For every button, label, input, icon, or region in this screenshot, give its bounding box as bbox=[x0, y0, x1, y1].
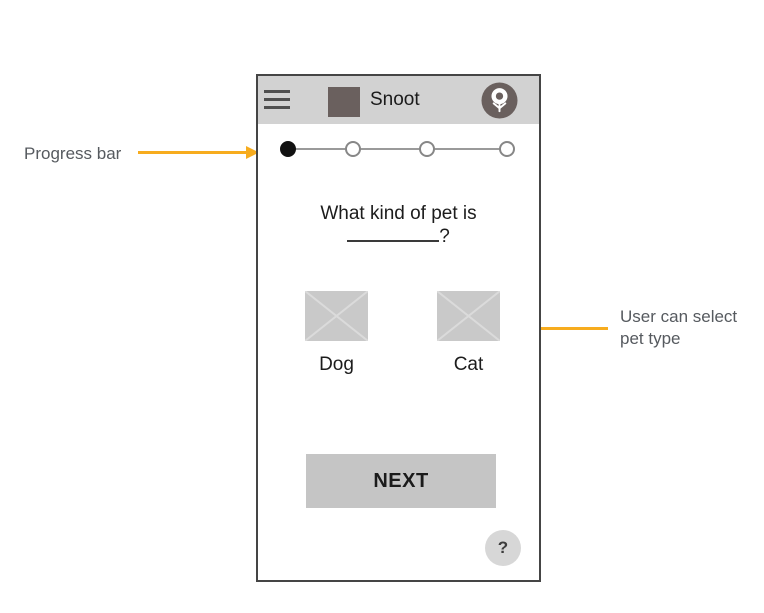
next-button[interactable]: NEXT bbox=[306, 454, 496, 508]
flower-avatar-icon[interactable] bbox=[481, 82, 518, 119]
progress-step-1 bbox=[280, 141, 296, 157]
app-title: Snoot bbox=[370, 89, 420, 110]
pet-select-annotation: User can select pet type bbox=[620, 306, 750, 350]
progress-step-2 bbox=[345, 141, 361, 157]
app-header: Snoot bbox=[258, 76, 539, 124]
pet-label-dog: Dog bbox=[319, 354, 354, 375]
question-mark: ? bbox=[439, 226, 450, 247]
question-line2: ? bbox=[258, 225, 539, 248]
progress-line bbox=[288, 148, 507, 150]
pet-option-cat[interactable]: Cat bbox=[437, 291, 500, 376]
progress-step-3 bbox=[419, 141, 435, 157]
image-placeholder-icon bbox=[437, 291, 500, 341]
pet-select-annotation-line2: pet type bbox=[620, 329, 681, 348]
help-button[interactable]: ? bbox=[485, 530, 521, 566]
brand-logo-square bbox=[328, 87, 360, 117]
pet-select-annotation-line1: User can select bbox=[620, 307, 738, 326]
blank-line bbox=[347, 225, 440, 242]
pet-label-cat: Cat bbox=[453, 354, 484, 375]
question-line1: What kind of pet is bbox=[320, 203, 477, 224]
image-placeholder-icon bbox=[305, 291, 368, 341]
phone-frame: Snoot What kind of pet is ? Dog bbox=[256, 74, 541, 582]
progress-bar-annotation: Progress bar bbox=[24, 144, 122, 163]
arrow-right-icon bbox=[138, 146, 259, 159]
progress-bar bbox=[280, 141, 515, 157]
hamburger-menu-icon[interactable] bbox=[264, 90, 290, 110]
progress-step-4 bbox=[499, 141, 515, 157]
question-text: What kind of pet is ? bbox=[258, 202, 539, 248]
pet-option-dog[interactable]: Dog bbox=[305, 291, 368, 376]
